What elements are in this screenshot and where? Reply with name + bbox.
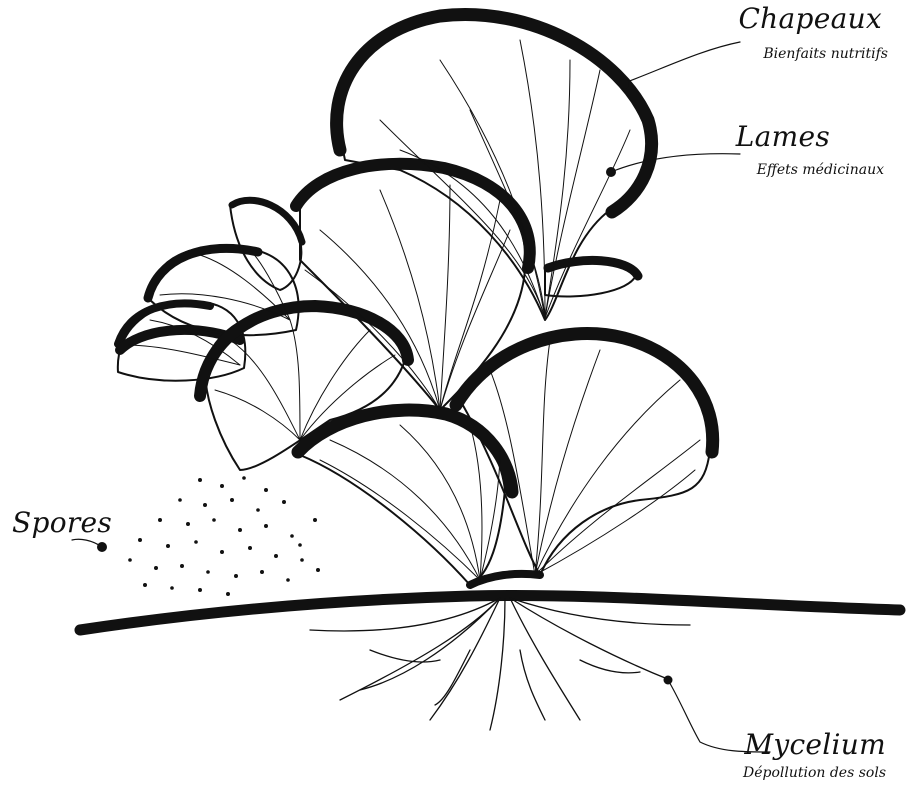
gills	[125, 40, 700, 580]
label-spores-title: Spores	[12, 506, 112, 539]
label-lames-subtitle: Effets médicinaux	[757, 162, 884, 178]
leader-lines	[72, 42, 770, 752]
label-chapeaux-title: Chapeaux	[738, 2, 882, 35]
label-mycelium-title: Mycelium	[744, 728, 886, 761]
cap-middle	[296, 164, 530, 410]
label-lames-title: Lames	[736, 120, 830, 153]
ground-line	[80, 595, 900, 630]
label-mycelium-subtitle: Dépollution des sols	[743, 765, 886, 781]
label-chapeaux-subtitle: Bienfaits nutritifs	[763, 46, 888, 62]
spores-dots	[128, 476, 320, 596]
mycelium-roots	[310, 598, 690, 730]
